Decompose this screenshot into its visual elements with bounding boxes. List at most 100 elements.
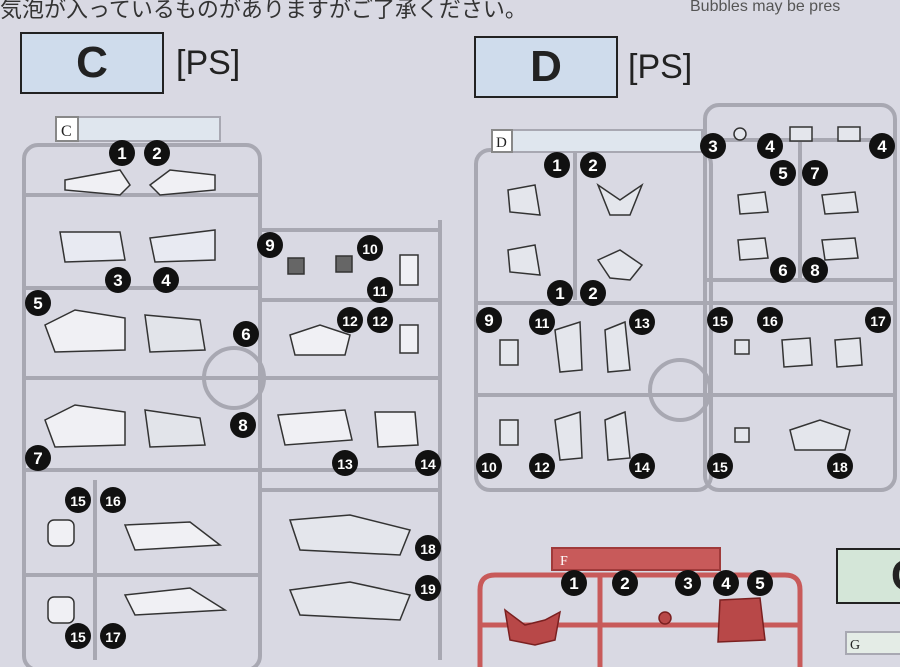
part-d15-b: [734, 427, 750, 443]
c-callout-14: 14: [415, 450, 441, 476]
part-d17: [834, 337, 863, 368]
d-callout-4: 4: [757, 133, 783, 159]
part-c15-b: [47, 596, 75, 624]
d-callout-6: 6: [770, 257, 796, 283]
svg-text:1: 1: [117, 144, 126, 163]
svg-text:14: 14: [634, 459, 650, 475]
sprue-g-tab-letter: G: [850, 638, 860, 653]
part-c1: [64, 169, 131, 196]
c-callout-18: 18: [415, 535, 441, 561]
c-callout-1: 1: [109, 140, 135, 166]
c-callout-16: 16: [100, 487, 126, 513]
runner-c-material: [PS]: [176, 44, 241, 82]
svg-text:12: 12: [372, 313, 388, 329]
runner-d-letter: D: [530, 42, 562, 91]
part-c17: [123, 587, 228, 616]
part-c8: [144, 409, 206, 448]
runner-d-header: D: [474, 36, 618, 98]
part-c13: [277, 409, 353, 446]
part-c3: [59, 231, 126, 263]
instruction-text: 気泡が入っているものがありますがご了承ください。 Bubbles may be …: [0, 0, 840, 22]
svg-text:4: 4: [721, 574, 731, 593]
c-callout-6: 6: [233, 321, 259, 347]
part-f4-5: [717, 597, 766, 643]
svg-text:5: 5: [755, 574, 764, 593]
svg-text:10: 10: [362, 241, 378, 257]
d-callout-17: 17: [865, 307, 891, 333]
part-d1-a: [507, 184, 541, 216]
d-callout-2: 2: [580, 280, 606, 306]
svg-text:7: 7: [33, 449, 42, 468]
svg-text:1: 1: [555, 284, 564, 303]
c-callout-12: 12: [337, 307, 363, 333]
svg-text:12: 12: [534, 459, 550, 475]
sprue-c-tab-letter: C: [61, 123, 72, 140]
c-callout-10: 10: [357, 235, 383, 261]
d-callout-15: 15: [707, 453, 733, 479]
c-callout-12: 12: [367, 307, 393, 333]
parts-d: [499, 126, 863, 461]
part-c7: [44, 404, 126, 448]
svg-text:8: 8: [238, 416, 247, 435]
part-d3: [733, 127, 747, 141]
parts-f: [503, 597, 766, 646]
svg-text:9: 9: [484, 311, 493, 330]
svg-text:3: 3: [708, 137, 717, 156]
c-callout-11: 11: [367, 277, 393, 303]
part-c12-a: [399, 254, 419, 286]
c-callout-7: 7: [25, 445, 51, 471]
c-callout-3: 3: [105, 267, 131, 293]
svg-text:13: 13: [337, 456, 353, 472]
part-d2-b: [596, 249, 644, 281]
c-callout-13: 13: [332, 450, 358, 476]
part-f3: [658, 611, 672, 625]
d-callout-10: 10: [476, 453, 502, 479]
svg-text:3: 3: [113, 271, 122, 290]
sprue-d-tab-letter: D: [496, 135, 507, 151]
c-callout-15: 15: [65, 487, 91, 513]
svg-text:6: 6: [241, 325, 250, 344]
svg-text:18: 18: [832, 459, 848, 475]
d-callout-3: 3: [700, 133, 726, 159]
f-callout-3: 3: [675, 570, 701, 596]
runner-c-letter: C: [76, 38, 108, 87]
svg-text:5: 5: [33, 294, 42, 313]
part-d14: [604, 410, 631, 461]
part-d18: [789, 419, 851, 451]
part-c12-b: [399, 324, 419, 354]
svg-text:9: 9: [265, 236, 274, 255]
svg-text:2: 2: [620, 574, 629, 593]
part-c16: [123, 521, 223, 551]
svg-text:14: 14: [420, 456, 436, 472]
svg-text:15: 15: [70, 629, 86, 645]
svg-text:11: 11: [535, 315, 550, 331]
d-callout-18: 18: [827, 453, 853, 479]
part-d11: [554, 320, 583, 373]
svg-text:3: 3: [683, 574, 692, 593]
runner-g-letter: G: [891, 551, 900, 601]
instruction-en: Bubbles may be pres: [690, 0, 841, 15]
d-callout-7: 7: [802, 160, 828, 186]
part-d10: [499, 419, 519, 446]
svg-text:15: 15: [712, 313, 728, 329]
f-callout-5: 5: [747, 570, 773, 596]
parts-c: [44, 169, 419, 624]
svg-text:1: 1: [569, 574, 578, 593]
sprue-c: [22, 116, 442, 667]
d-callout-11: 11: [529, 309, 555, 335]
svg-text:17: 17: [105, 629, 121, 645]
d-callout-13: 13: [629, 309, 655, 335]
svg-text:5: 5: [778, 164, 787, 183]
part-d4-a: [789, 126, 813, 142]
c-callout-19: 19: [415, 575, 441, 601]
f-callout-1: 1: [561, 570, 587, 596]
d-callout-1: 1: [544, 152, 570, 178]
part-c19: [288, 581, 412, 621]
d-callout-1: 1: [547, 280, 573, 306]
d-callout-8: 8: [802, 257, 828, 283]
part-d8: [821, 237, 859, 261]
svg-text:18: 18: [420, 541, 436, 557]
c-callout-5: 5: [25, 290, 51, 316]
part-d9: [499, 339, 519, 366]
part-d4-b: [837, 126, 861, 142]
